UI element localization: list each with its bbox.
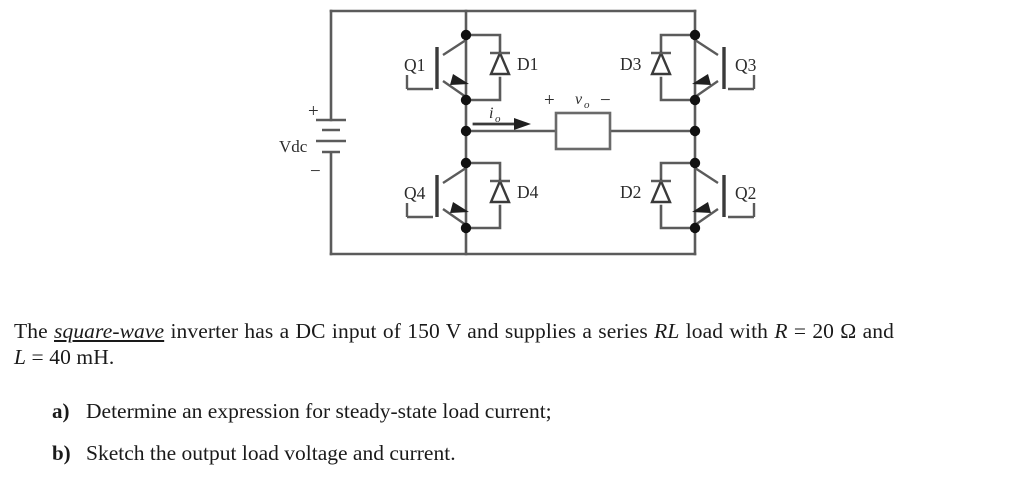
switch-q4: Q4 bbox=[404, 166, 469, 226]
load-voltage-subscript: o bbox=[584, 99, 590, 111]
d4-bottom-wire bbox=[464, 204, 502, 230]
d3-top-wire bbox=[659, 33, 697, 54]
node-q4-emitter bbox=[460, 222, 472, 234]
list-item: b) Sketch the output load voltage and cu… bbox=[52, 440, 952, 466]
q3-collector-lead bbox=[694, 38, 719, 57]
question-b-marker: b) bbox=[52, 441, 71, 465]
statement-middle: inverter has a DC input of 150 V and sup… bbox=[164, 319, 655, 343]
io-arrow-head bbox=[514, 118, 531, 130]
statement-r-value: = 20 Ω and bbox=[787, 319, 895, 343]
node-q1-emitter bbox=[460, 94, 472, 106]
question-list: a) Determine an expression for steady-st… bbox=[52, 398, 952, 482]
statement-r-symbol: R bbox=[774, 319, 788, 343]
list-item: a) Determine an expression for steady-st… bbox=[52, 398, 952, 424]
io-subscript: o bbox=[495, 113, 501, 125]
question-a-text: Determine an expression for steady-state… bbox=[86, 399, 552, 423]
circuit-diagram: Vdc + − Q1 D1 bbox=[279, 9, 757, 256]
diode-d4: D4 bbox=[464, 161, 539, 230]
diode-d1: D1 bbox=[464, 33, 538, 102]
problem-paragraph: The square-wave inverter has a DC input … bbox=[14, 318, 894, 370]
statement-l-symbol: L bbox=[14, 345, 27, 369]
q3-label: Q3 bbox=[735, 55, 757, 75]
statement-emphasis: square-wave bbox=[54, 319, 165, 343]
output-current-annotation: i o bbox=[472, 105, 531, 130]
d1-triangle bbox=[489, 49, 511, 76]
diode-d2: D2 bbox=[620, 161, 697, 230]
node-q3-emitter bbox=[689, 94, 701, 106]
load-box bbox=[554, 111, 612, 151]
q1-label: Q1 bbox=[404, 55, 425, 75]
d1-top-wire bbox=[464, 33, 502, 54]
dc-source-battery bbox=[316, 118, 346, 154]
d3-label: D3 bbox=[620, 54, 642, 74]
statement-rl: RL bbox=[654, 319, 680, 343]
d1-bottom-wire bbox=[464, 76, 502, 102]
q3-emitter-arrow bbox=[692, 74, 711, 85]
node-q3-collector bbox=[689, 29, 701, 41]
switch-q1: Q1 bbox=[404, 38, 469, 98]
q2-collector-lead bbox=[694, 166, 719, 185]
source-label: Vdc bbox=[279, 137, 308, 156]
d2-bottom-wire bbox=[659, 204, 697, 230]
node-q4-collector bbox=[460, 157, 472, 169]
d2-top-wire bbox=[659, 161, 697, 182]
statement-l-value: = 40 mH. bbox=[26, 345, 115, 369]
node-q1-collector bbox=[460, 29, 472, 41]
source-minus-sign: − bbox=[310, 161, 321, 182]
q4-label: Q4 bbox=[404, 183, 426, 203]
q1-emitter-lead bbox=[442, 80, 467, 98]
node-q2-collector bbox=[689, 157, 701, 169]
node-right-midpoint bbox=[689, 125, 701, 137]
load-voltage-symbol: v bbox=[575, 91, 583, 108]
node-left-midpoint bbox=[460, 125, 472, 137]
q3-emitter-lead bbox=[694, 80, 719, 98]
q2-emitter-arrow bbox=[692, 202, 711, 213]
d4-triangle bbox=[489, 177, 511, 204]
problem-statement: The square-wave inverter has a DC input … bbox=[14, 318, 914, 370]
d4-top-wire bbox=[464, 161, 502, 182]
q2-label: Q2 bbox=[735, 183, 756, 203]
d1-label: D1 bbox=[517, 54, 538, 74]
switch-q3: Q3 bbox=[692, 38, 757, 98]
q4-emitter-arrow bbox=[450, 202, 469, 213]
q1-emitter-arrow bbox=[450, 74, 469, 85]
statement-load-lead: load with bbox=[679, 319, 775, 343]
diode-d3: D3 bbox=[620, 33, 697, 102]
d3-bottom-wire bbox=[659, 76, 697, 102]
q4-collector-lead bbox=[442, 166, 467, 185]
q4-emitter-lead bbox=[442, 208, 467, 226]
d2-label: D2 bbox=[620, 182, 641, 202]
statement-lead: The bbox=[14, 319, 55, 343]
switch-q2: Q2 bbox=[692, 166, 756, 226]
question-a-marker: a) bbox=[52, 399, 70, 423]
node-q2-emitter bbox=[689, 222, 701, 234]
q2-emitter-lead bbox=[694, 208, 719, 226]
d2-triangle bbox=[650, 177, 672, 204]
q1-collector-lead bbox=[442, 38, 467, 57]
load-minus-sign: − bbox=[600, 90, 611, 111]
source-plus-sign: + bbox=[308, 101, 319, 122]
load-plus-sign: + bbox=[544, 90, 555, 111]
circuit-schematic-svg: Vdc + − Q1 D1 bbox=[279, 9, 757, 256]
d3-triangle bbox=[650, 49, 672, 76]
io-symbol: i bbox=[489, 105, 493, 122]
question-b-text: Sketch the output load voltage and curre… bbox=[86, 441, 456, 465]
d4-label: D4 bbox=[517, 182, 539, 202]
